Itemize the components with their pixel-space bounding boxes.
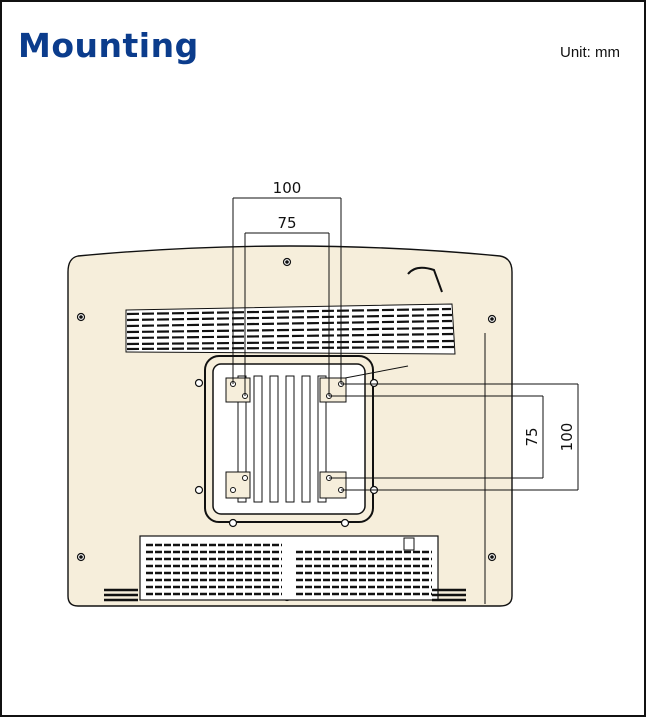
dimension-label-vertical-100: 100	[558, 423, 576, 452]
horizontal-dimension-lines	[232, 197, 342, 396]
panel-screws	[76, 257, 497, 602]
vesa-mount-plate	[194, 355, 379, 528]
unit-label: Unit: mm	[560, 44, 620, 61]
lower-vent-grille	[139, 535, 439, 601]
dimension-label-vertical-75: 75	[523, 427, 541, 446]
upper-vent-grille	[125, 303, 456, 355]
page-title: Mounting	[18, 26, 199, 65]
handle-hook	[407, 266, 443, 293]
vertical-dimension-lines	[329, 365, 579, 491]
dimension-label-horizontal-75: 75	[277, 214, 296, 232]
speaker-grilles	[104, 588, 466, 602]
dimension-label-horizontal-100: 100	[273, 179, 302, 197]
